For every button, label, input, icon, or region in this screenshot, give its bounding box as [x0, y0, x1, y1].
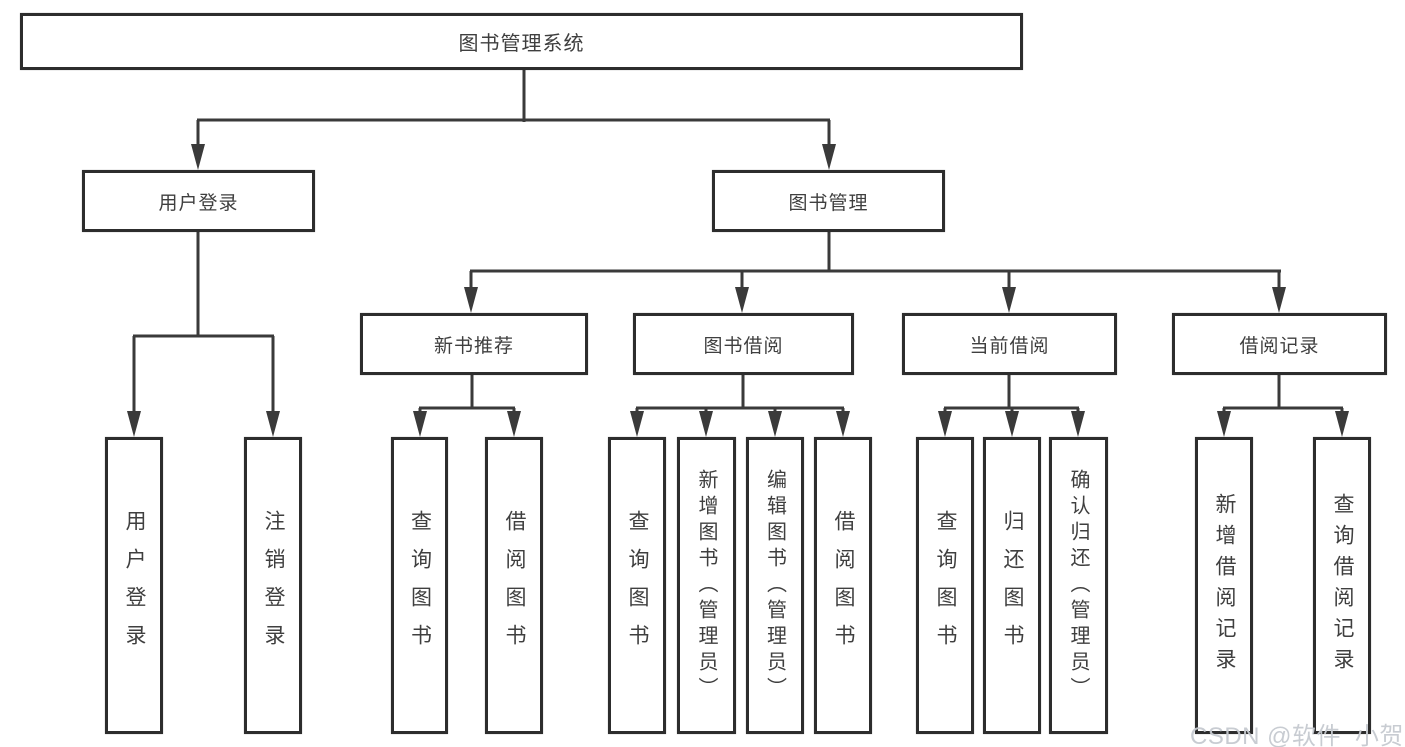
node-label: 当前借阅: [969, 335, 1050, 357]
leaf-borrow-books: 借阅图书: [485, 437, 543, 734]
node-label: 图书借阅: [703, 335, 784, 357]
leaf-query-books: 查询图书: [608, 437, 666, 734]
connector-arrowheads: [127, 144, 1349, 437]
leaf-query-borrow-record: 查询借阅记录: [1313, 437, 1371, 734]
node-user-login-branch: 用户登录: [82, 170, 315, 232]
leaf-query-books: 查询图书: [391, 437, 448, 734]
node-label: 新书推荐: [433, 335, 514, 357]
node-root-system: 图书管理系统: [20, 13, 1023, 70]
leaf-label: 借阅图书: [832, 509, 855, 662]
leaf-edit-books-admin: 编辑图书（管理员）: [746, 437, 804, 734]
leaf-label: 归还图书: [1001, 509, 1024, 662]
csdn-watermark: CSDN @软件_小贺同学: [1190, 723, 1405, 747]
leaf-logout: 注销登录: [244, 437, 302, 734]
leaf-label: 查询图书: [626, 509, 649, 662]
node-current-borrowing: 当前借阅: [902, 313, 1117, 375]
leaf-label: 借阅图书: [503, 509, 526, 662]
node-book-management-branch: 图书管理: [712, 170, 945, 232]
leaf-label: 新增图书（管理员）: [695, 468, 717, 703]
leaf-label: 查询借阅记录: [1331, 492, 1354, 679]
node-label: 用户登录: [158, 192, 239, 214]
node-new-book-recommend: 新书推荐: [360, 313, 588, 375]
leaf-label: 查询图书: [408, 509, 432, 662]
leaf-label: 用户登录: [123, 509, 146, 662]
node-label: 借阅记录: [1239, 335, 1320, 357]
node-root-label: 图书管理系统: [458, 33, 585, 55]
leaf-add-books-admin: 新增图书（管理员）: [677, 437, 736, 734]
leaf-add-borrow-record: 新增借阅记录: [1195, 437, 1253, 734]
leaf-label: 确认归还（管理员）: [1067, 468, 1089, 703]
leaf-label: 查询图书: [934, 509, 957, 662]
node-label: 图书管理: [788, 192, 869, 214]
node-borrowing-records: 借阅记录: [1172, 313, 1387, 375]
leaf-return-books: 归还图书: [983, 437, 1041, 734]
leaf-borrow-books: 借阅图书: [814, 437, 872, 734]
leaf-label: 注销登录: [262, 509, 285, 662]
leaf-label: 新增借阅记录: [1213, 492, 1236, 679]
leaf-confirm-return-admin: 确认归还（管理员）: [1049, 437, 1108, 734]
node-book-borrowing: 图书借阅: [633, 313, 854, 375]
leaf-label: 编辑图书（管理员）: [763, 468, 786, 703]
leaf-user-login: 用户登录: [105, 437, 163, 734]
leaf-query-books: 查询图书: [916, 437, 974, 734]
